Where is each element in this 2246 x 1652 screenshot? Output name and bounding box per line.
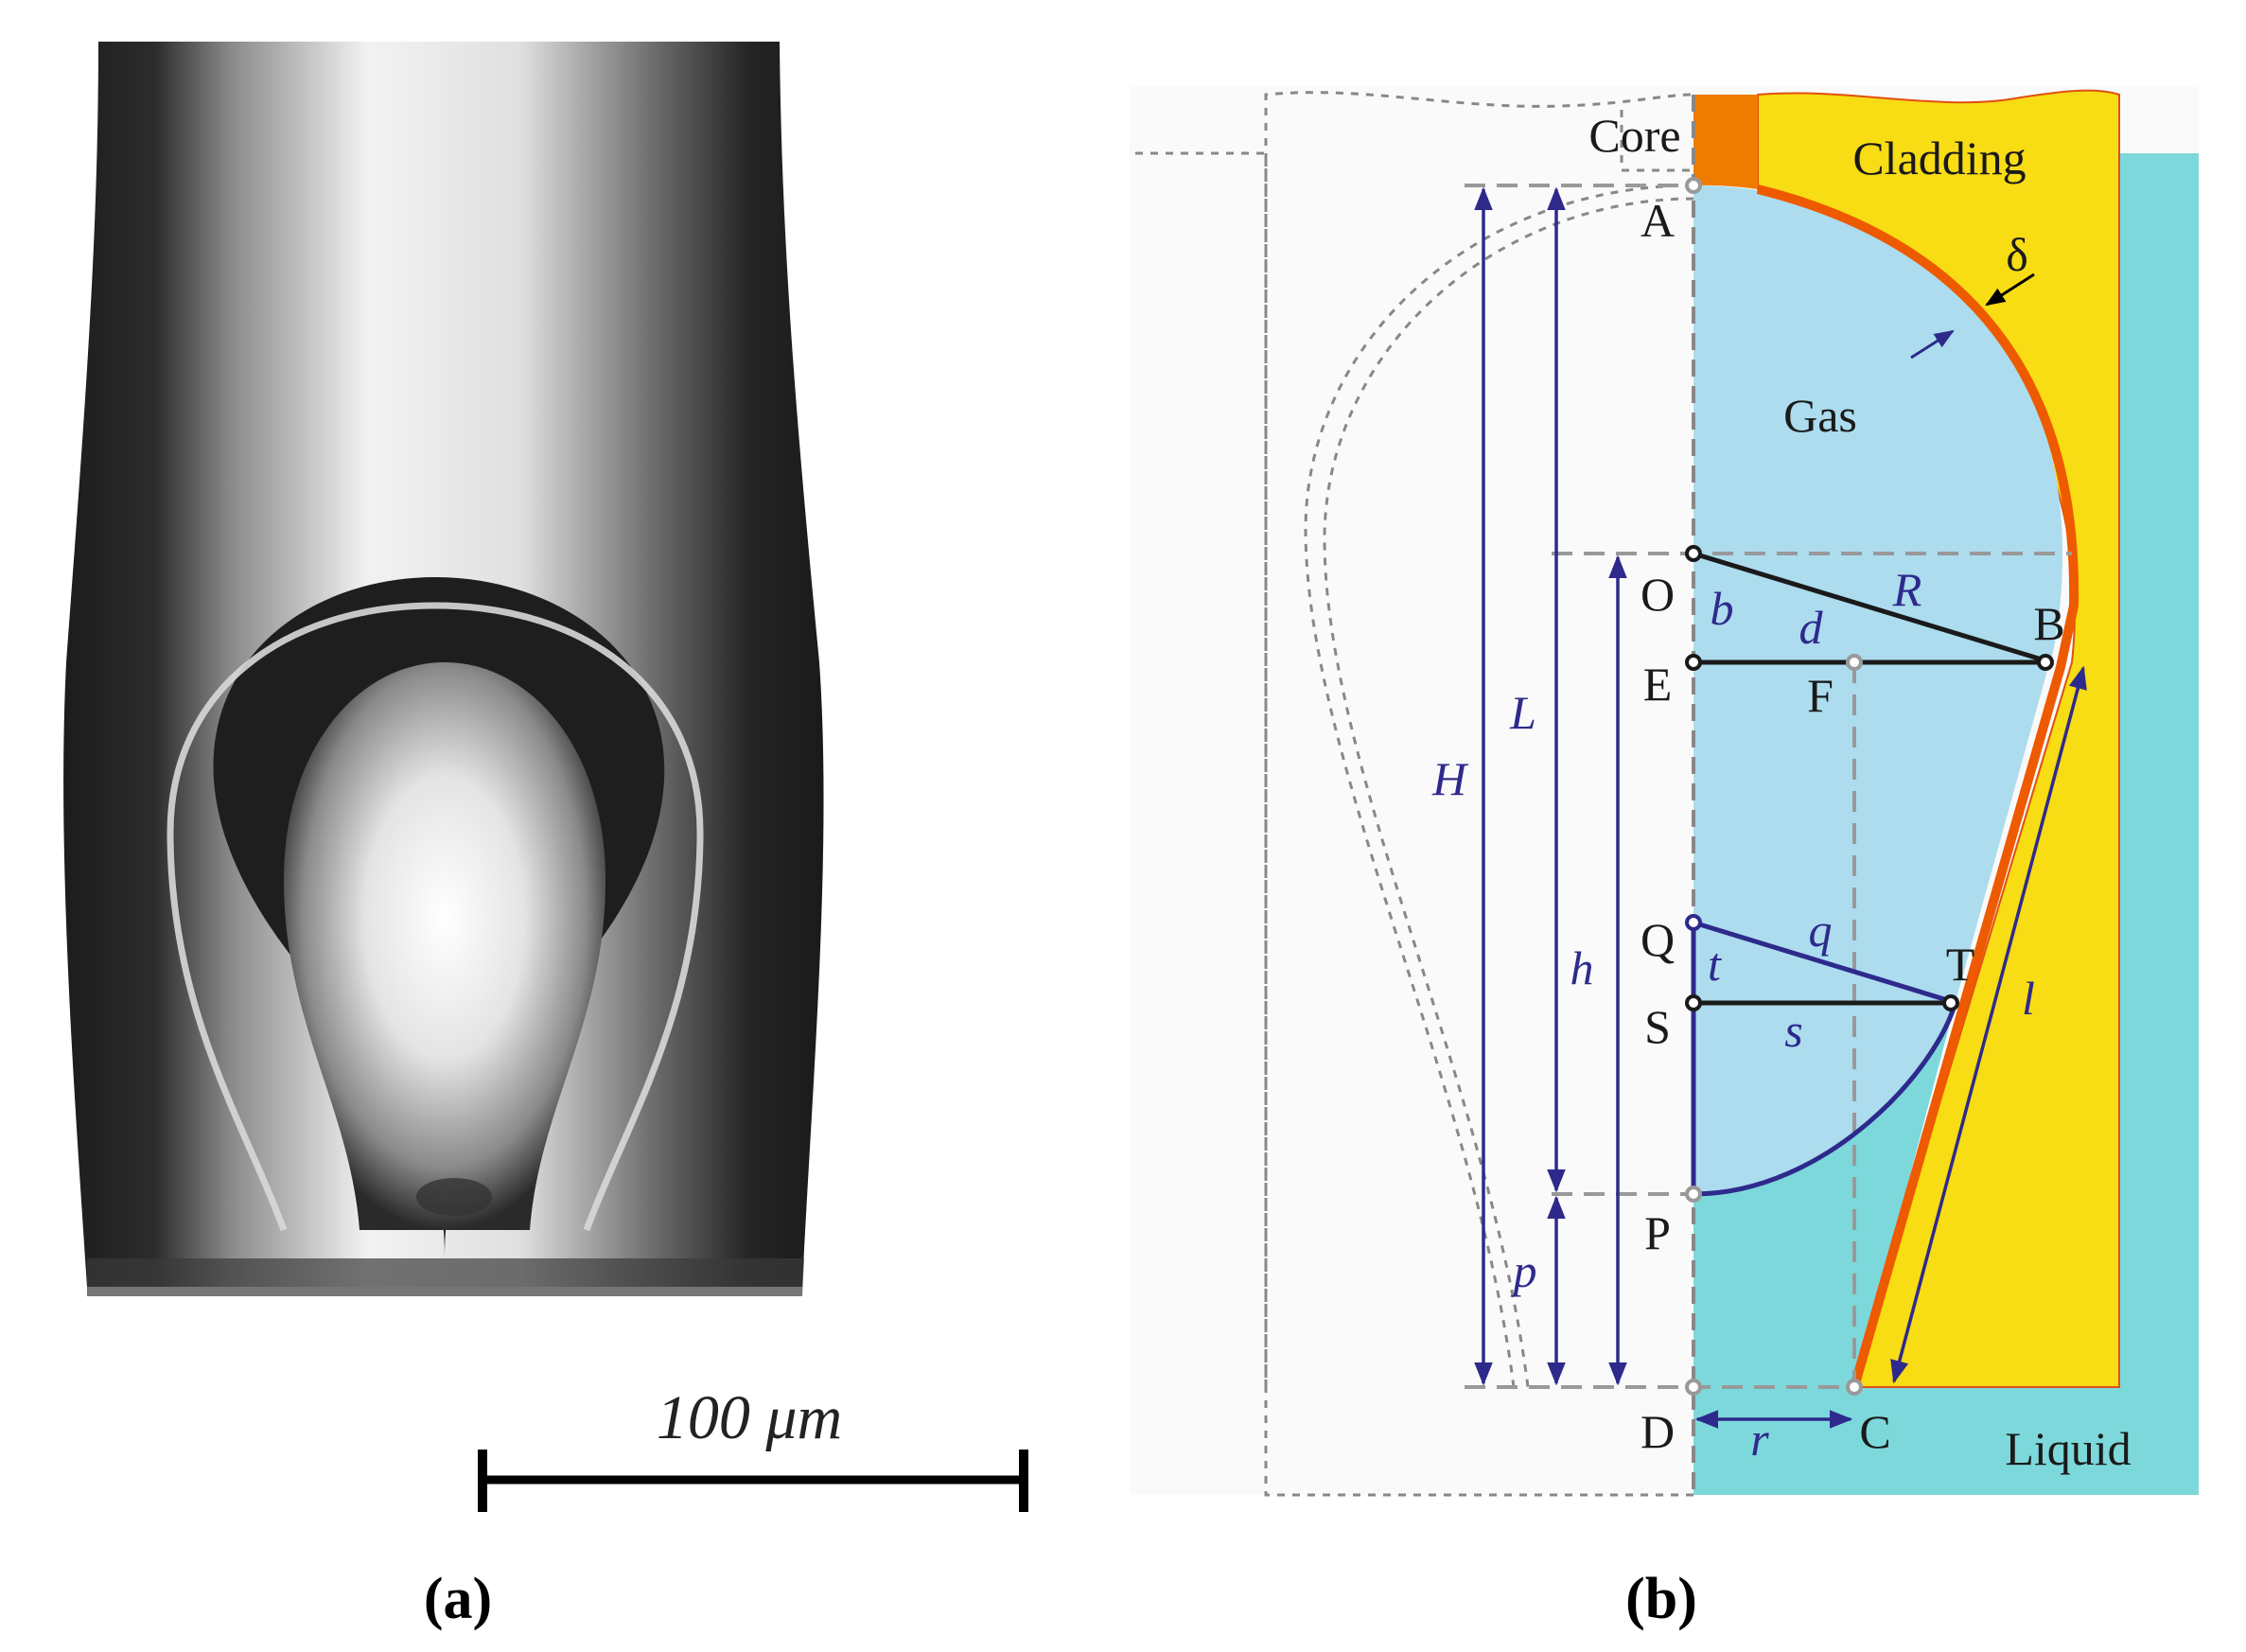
dim-label-H: H (1431, 752, 1469, 805)
core-region (1693, 95, 1758, 189)
point-labels: A O B E F Q T S P D C (1641, 194, 2065, 1458)
dim-label-b: b (1711, 582, 1734, 635)
point-Q: Q (1641, 913, 1675, 966)
dim-label-s: s (1784, 1004, 1802, 1057)
panel-b-schematic: Core Cladding Gas Liquid A O B E F Q T S… (1130, 85, 2199, 1631)
dim-label-delta: δ (2006, 228, 2028, 281)
label-gas: Gas (1783, 389, 1857, 442)
point-E: E (1643, 658, 1673, 711)
panel-b-label: (b) (1625, 1567, 1697, 1631)
point-D: D (1641, 1405, 1675, 1458)
point-S: S (1644, 1000, 1671, 1053)
ghost-outline-outer (1264, 91, 1694, 1387)
point-P: P (1644, 1206, 1671, 1259)
droplet (284, 662, 605, 1230)
ghost-top-step (1620, 110, 1693, 172)
point-O: O (1641, 568, 1675, 621)
label-liquid: Liquid (2005, 1422, 2131, 1475)
coating-layer (1756, 185, 2079, 1389)
scale-bar (478, 1450, 1028, 1512)
point-markers (1685, 177, 2054, 1396)
dim-label-d: d (1799, 601, 1824, 654)
point-T: T (1946, 938, 1975, 991)
panel-a-label: (a) (424, 1567, 492, 1631)
dim-l (1890, 665, 2087, 1384)
dim-label-L: L (1509, 686, 1536, 739)
label-cladding: Cladding (1852, 132, 2026, 185)
label-core: Core (1588, 109, 1680, 162)
point-A: A (1641, 194, 1675, 247)
dim-label-R: R (1892, 563, 1922, 616)
point-B: B (2033, 597, 2064, 650)
dimension-labels: H L h p r l b R d q t s δ (1431, 228, 2035, 1466)
cavity-highlight (167, 602, 704, 1232)
droplet-base-particle (416, 1178, 492, 1216)
fiber-end-shadow (87, 1258, 804, 1296)
dim-delta-inner (1910, 329, 1955, 360)
scale-bar-label: 100 μm (657, 1383, 842, 1452)
point-F: F (1807, 669, 1834, 722)
dim-label-p: p (1511, 1244, 1537, 1297)
liquid-region (1693, 153, 2199, 1495)
panel-a-micrograph: 100 μm (a) (63, 42, 1028, 1631)
dim-label-h: h (1570, 941, 1594, 994)
dim-label-l: l (2022, 972, 2035, 1025)
dim-label-q: q (1809, 904, 1833, 957)
point-C: C (1859, 1405, 1890, 1458)
dim-delta-outer (1985, 272, 2035, 307)
dim-label-t: t (1708, 938, 1722, 991)
dim-label-r: r (1750, 1413, 1769, 1466)
dimension-arrows (1474, 186, 2087, 1429)
liquid-meniscus (1693, 998, 1956, 1387)
ghost-outline-left (1135, 151, 1693, 1497)
ghost-drop-outline-2 (1323, 197, 1694, 1388)
